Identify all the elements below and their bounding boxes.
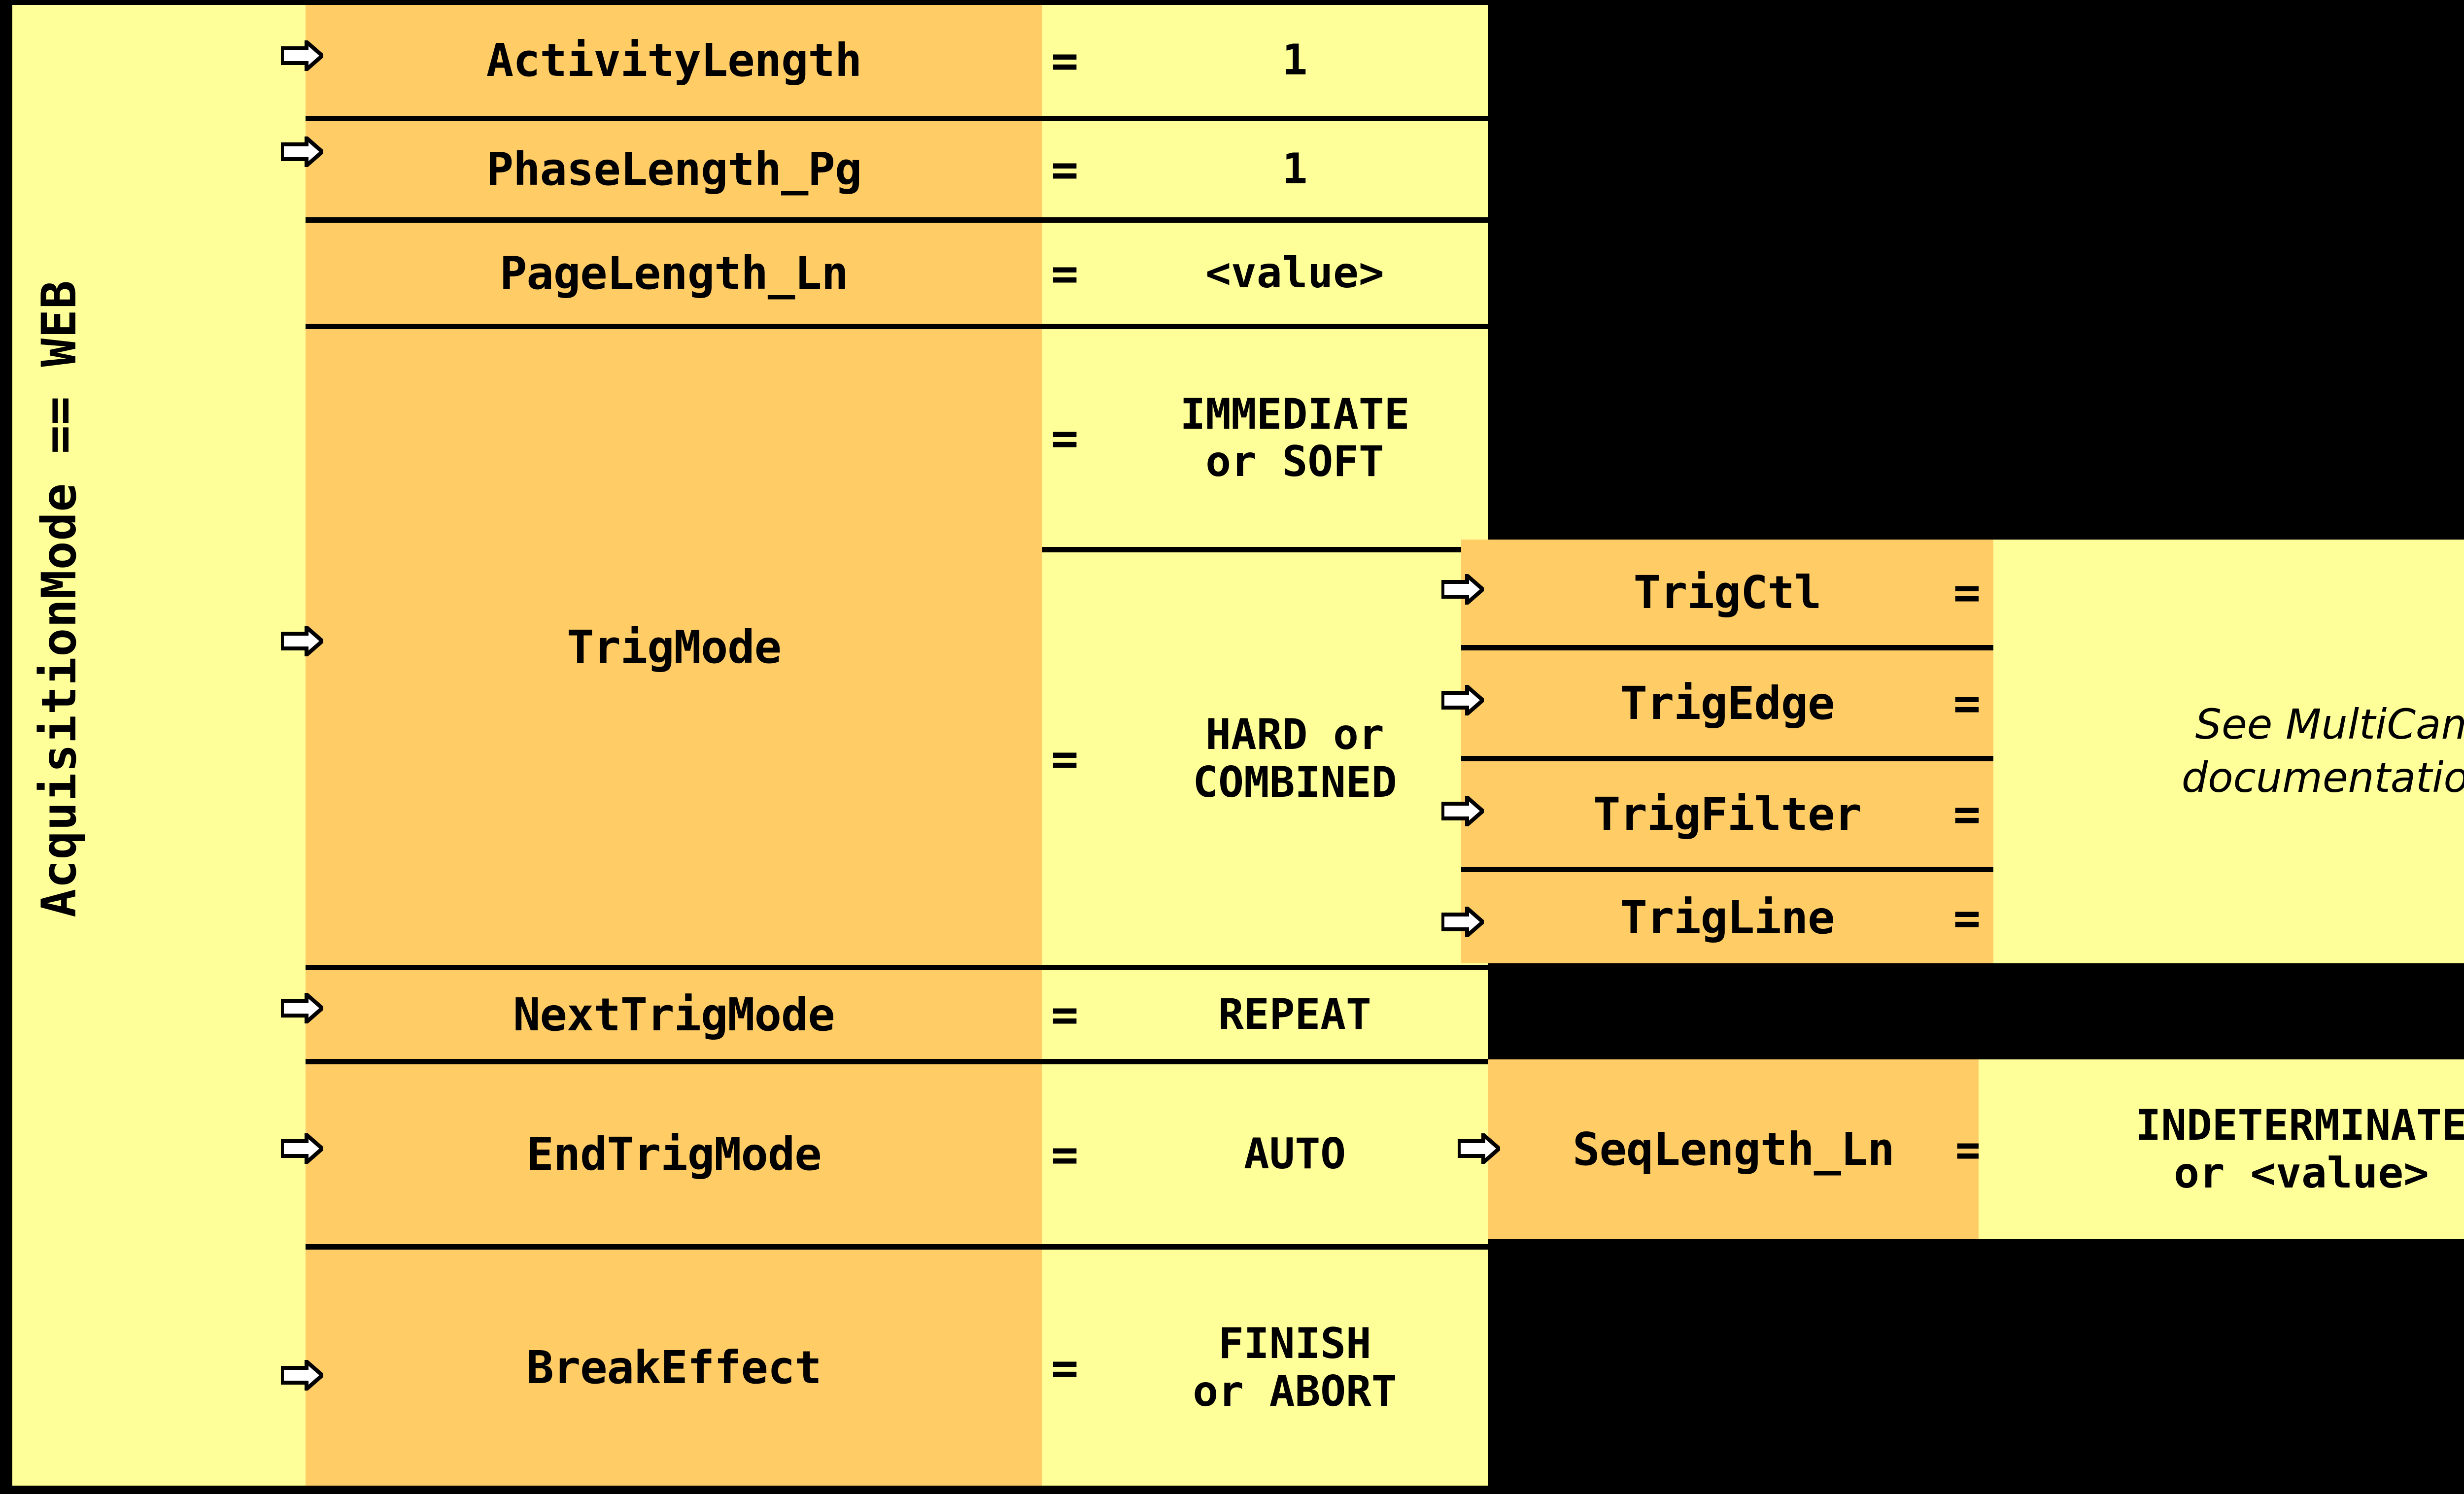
- parameter-name-cell[interactable]: NextTrigMode: [306, 970, 1042, 1059]
- equals-sign: =: [1051, 143, 1079, 196]
- table-row: PhaseLength_Pg = 1: [306, 121, 1488, 217]
- equals-sign: =: [1051, 247, 1079, 300]
- equals-sign: =: [1051, 732, 1079, 785]
- parameter-value-cell: = IMMEDIATE or SOFT = HARD or COMBINED: [1042, 329, 1488, 965]
- table-row: TrigEdge =: [1461, 650, 2464, 756]
- parameter-name: PhaseLength_Pg: [486, 143, 862, 196]
- parameter-name: TrigFilter: [1593, 787, 1862, 841]
- equals-sign: =: [1051, 988, 1079, 1041]
- row-divider: [306, 1059, 1488, 1064]
- equals-sign: =: [1051, 1128, 1079, 1181]
- parameter-value-cell[interactable]: = <value>: [1042, 223, 1488, 324]
- parameter-value: 1: [1282, 35, 1308, 85]
- row-divider: [1461, 645, 1993, 650]
- parameter-name: TrigEdge: [1620, 677, 1835, 730]
- row-divider: [306, 217, 1488, 223]
- parameter-value: INDETERMINATE or <value>: [2135, 1101, 2464, 1198]
- table-row: TrigLine =: [1461, 872, 2464, 963]
- right-arrow-icon: [281, 1360, 323, 1391]
- parameter-name: BreakEffect: [526, 1341, 821, 1394]
- trigmode-branch-value: HARD or COMBINED: [1193, 710, 1397, 807]
- parameter-value-cell[interactable]: = FINISH or ABORT: [1042, 1250, 1488, 1486]
- row-divider: [306, 965, 1488, 970]
- parameter-value-cell[interactable]: = REPEAT: [1042, 970, 1488, 1059]
- right-arrow-icon: [281, 1133, 323, 1164]
- equals-sign: =: [1953, 787, 1981, 841]
- parameter-name: PageLength_Ln: [499, 247, 849, 300]
- right-arrow-icon: [1458, 1133, 1500, 1164]
- equals-sign: =: [1051, 411, 1079, 465]
- parameter-value-cell[interactable]: = AUTO: [1042, 1064, 1488, 1244]
- right-arrow-icon: [281, 626, 323, 656]
- parameter-name: ActivityLength: [486, 34, 862, 87]
- row-divider: [1461, 867, 1993, 872]
- equals-sign: =: [1953, 891, 1981, 944]
- table-row: SeqLength_Ln = INDETERMINATE or <value>: [1488, 1059, 2464, 1239]
- parameter-name: TrigLine: [1620, 891, 1835, 944]
- parameter-name-cell[interactable]: TrigMode: [306, 329, 1042, 965]
- parameter-name: SeqLength_Ln: [1573, 1123, 1895, 1176]
- seqlength-nested-panel: SeqLength_Ln = INDETERMINATE or <value>: [1488, 1059, 2464, 1239]
- right-arrow-icon: [281, 993, 323, 1023]
- right-arrow-icon: [1441, 907, 1484, 937]
- parameter-value-cell[interactable]: = 1: [1042, 121, 1488, 217]
- table-row: EndTrigMode = AUTO: [306, 1064, 1488, 1244]
- parameter-name-cell[interactable]: BreakEffect: [306, 1250, 1042, 1486]
- row-divider: [306, 1244, 1488, 1250]
- right-arrow-icon: [281, 136, 323, 167]
- table-row: ActivityLength = 1: [306, 5, 1488, 116]
- parameter-value: 1: [1282, 144, 1308, 194]
- multicam-doc-note: See MultiCam documentation: [2181, 700, 2464, 802]
- parameter-name-cell[interactable]: PageLength_Ln: [306, 223, 1042, 324]
- parameter-value: <value>: [1205, 248, 1384, 298]
- table-row: TrigCtl =: [1461, 540, 2464, 645]
- parameter-name-cell[interactable]: TrigLine =: [1461, 872, 1993, 963]
- table-row: NextTrigMode = REPEAT: [306, 970, 1488, 1059]
- right-arrow-icon: [1441, 796, 1484, 826]
- parameter-name: TrigCtl: [1633, 566, 1822, 619]
- table-row: BreakEffect = FINISH or ABORT: [306, 1250, 1488, 1486]
- trigmode-branch-immediate[interactable]: = IMMEDIATE or SOFT: [1042, 329, 1488, 547]
- parameter-name-cell[interactable]: TrigEdge =: [1461, 650, 1993, 756]
- parameter-name-cell[interactable]: ActivityLength: [306, 5, 1042, 116]
- trigmode-branch-hard[interactable]: = HARD or COMBINED: [1042, 552, 1488, 965]
- parameter-rows: ActivityLength = 1 PhaseLength_Pg = 1: [306, 5, 1488, 1486]
- parameter-value: FINISH or ABORT: [1193, 1319, 1397, 1416]
- parameter-name-cell[interactable]: TrigCtl =: [1461, 540, 1993, 645]
- row-divider: [1461, 756, 1993, 761]
- row-divider: [306, 116, 1488, 121]
- acquisition-mode-panel: AcquisitionMode == WEB ActivityLength = …: [12, 5, 1488, 1486]
- parameter-value-cell[interactable]: INDETERMINATE or <value>: [1979, 1059, 2464, 1239]
- parameter-value-cell[interactable]: = 1: [1042, 5, 1488, 116]
- parameter-name-cell[interactable]: PhaseLength_Pg: [306, 121, 1042, 217]
- equals-sign: =: [1953, 566, 1981, 619]
- table-row: TrigMode = IMMEDIATE or SOFT = HARD or C…: [306, 329, 1488, 965]
- parameter-value: AUTO: [1243, 1129, 1346, 1179]
- parameter-name-cell[interactable]: SeqLength_Ln =: [1488, 1059, 1983, 1239]
- row-divider: [1042, 547, 1488, 552]
- table-row: TrigFilter =: [1461, 761, 2464, 867]
- equals-sign: =: [1953, 677, 1981, 730]
- parameter-name: TrigMode: [566, 620, 782, 674]
- right-arrow-icon: [281, 40, 323, 71]
- parameter-name-cell[interactable]: EndTrigMode: [306, 1064, 1042, 1244]
- trigmode-branch-value: IMMEDIATE or SOFT: [1180, 389, 1410, 486]
- right-arrow-icon: [1441, 685, 1484, 715]
- equals-sign: =: [1955, 1123, 1983, 1176]
- parameter-name-cell[interactable]: TrigFilter =: [1461, 761, 1993, 867]
- parameter-name: EndTrigMode: [526, 1128, 821, 1181]
- row-divider: [306, 324, 1488, 329]
- parameter-name: NextTrigMode: [513, 988, 835, 1041]
- parameter-value: REPEAT: [1218, 989, 1371, 1039]
- equals-sign: =: [1051, 1341, 1079, 1394]
- table-row: PageLength_Ln = <value>: [306, 223, 1488, 324]
- right-arrow-icon: [1441, 574, 1484, 605]
- acquisition-mode-label: AcquisitionMode == WEB: [32, 280, 87, 917]
- equals-sign: =: [1051, 34, 1079, 87]
- trig-nested-panel: TrigCtl = TrigEdge = TrigFilter = TrigLi…: [1461, 540, 2464, 963]
